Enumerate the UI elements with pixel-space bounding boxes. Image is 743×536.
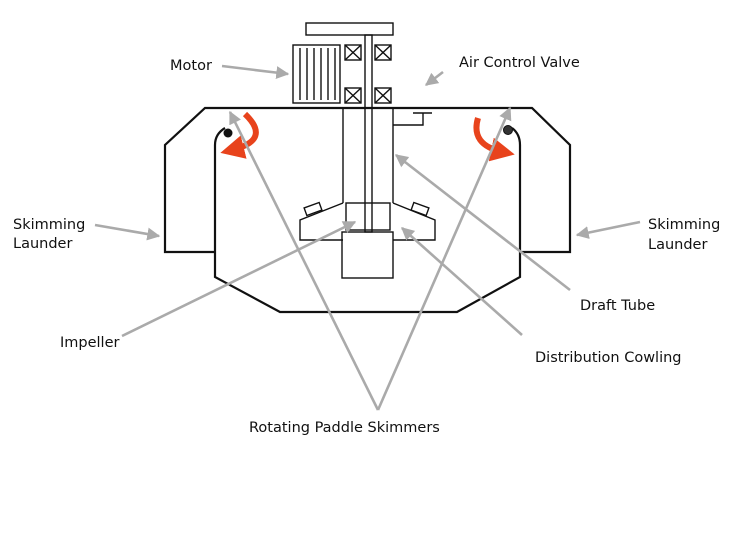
label-motor: Motor	[170, 58, 212, 74]
rotation-arrow-left	[220, 111, 259, 159]
draft-tube-walls	[342, 108, 394, 203]
label-launder-right-2: Launder	[648, 237, 707, 253]
rotation-arrow-right	[473, 117, 515, 162]
arrow-skimmer-right	[376, 106, 512, 411]
arrow-draft-tube	[394, 153, 571, 292]
label-impeller: Impeller	[60, 335, 120, 351]
bearings	[344, 44, 392, 104]
arrow-motor	[221, 64, 290, 80]
label-air-control-valve: Air Control Valve	[459, 55, 580, 71]
impeller-body	[341, 231, 394, 279]
tank	[163, 106, 572, 314]
skimmer-right	[503, 125, 513, 135]
distribution-cowling-shape	[299, 202, 436, 241]
motor-body	[292, 44, 341, 104]
air-valve-pipe	[393, 112, 432, 126]
impeller-top	[345, 202, 391, 231]
label-launder-right-1: Skimming	[648, 217, 720, 233]
tank-inner-wall	[213, 127, 522, 314]
arrow-cowling	[401, 227, 523, 336]
label-launder-left-1: Skimming	[13, 217, 85, 233]
pointer-arrows	[94, 64, 641, 411]
label-launder-left-2: Launder	[13, 236, 72, 252]
arrow-impeller	[121, 220, 357, 338]
launder-left-outline	[163, 106, 572, 254]
arrow-launder-right	[575, 220, 641, 240]
label-draft-tube: Draft Tube	[580, 298, 655, 314]
arrow-launder-left	[94, 223, 161, 241]
skimmer-left	[223, 128, 233, 138]
arrow-skimmer-left	[228, 110, 380, 411]
label-distribution-cowling: Distribution Cowling	[535, 350, 682, 366]
label-rotating-paddle-skimmers: Rotating Paddle Skimmers	[249, 420, 440, 436]
drive-pulley	[305, 22, 394, 36]
arrow-air-valve	[424, 70, 444, 87]
